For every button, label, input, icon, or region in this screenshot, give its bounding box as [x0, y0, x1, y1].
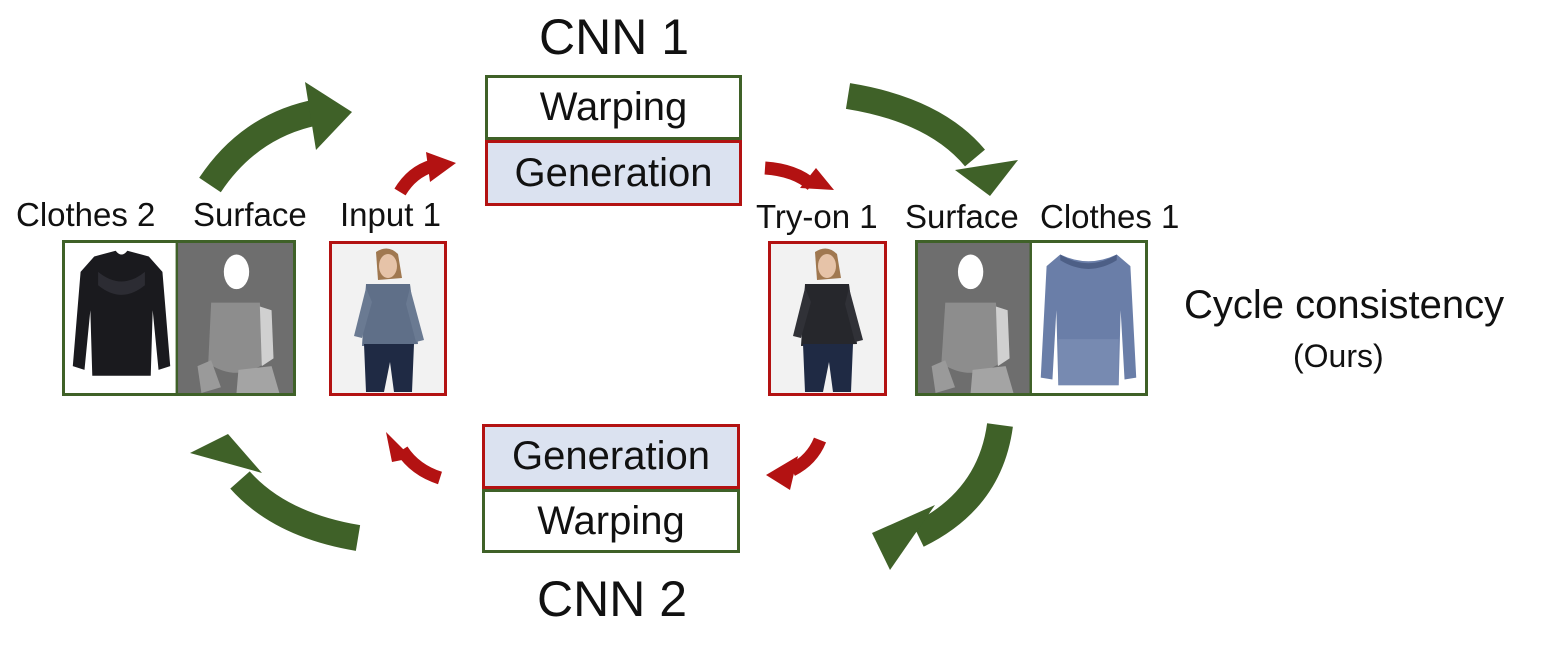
green-arrow-bottom-right: [872, 422, 1013, 570]
tryon-1-image: [768, 241, 887, 396]
tryon-1-label: Try-on 1: [756, 198, 878, 235]
red-arrow-input-to-cnn1: [394, 152, 456, 196]
cnn1-warping-label: Warping: [539, 85, 688, 129]
cnn2-generation-box: Generation: [482, 424, 740, 489]
green-arrow-bottom-left: [190, 434, 361, 551]
cnn1-generation-label: Generation: [514, 150, 713, 195]
cnn2-warping-box: Warping: [482, 489, 740, 553]
clothes-2-image: [65, 243, 293, 393]
cycle-consistency-subtitle: (Ours): [1293, 338, 1384, 374]
cnn2-generation-label: Generation: [512, 434, 710, 478]
input-1-label: Input 1: [340, 196, 441, 233]
cnn1-warping-box: Warping: [485, 75, 742, 140]
left-surface-label: Surface: [193, 196, 307, 233]
green-arrow-top-left: [199, 82, 352, 193]
cnn2-title: CNN 2: [536, 571, 688, 627]
red-arrow-tryon-to-cnn2: [766, 437, 827, 490]
cnn1-title: CNN 1: [538, 9, 690, 65]
left-clothes-surface-group: [62, 240, 296, 396]
tryon-1-photo: [771, 244, 884, 393]
input-1-image: [329, 241, 447, 396]
input-1-photo: [332, 244, 444, 393]
red-arrow-cnn1-to-tryon: [764, 161, 834, 191]
cnn1-generation-box: Generation: [485, 140, 742, 206]
right-surface-clothes-group: [915, 240, 1148, 396]
cycle-consistency-title: Cycle consistency: [1184, 283, 1505, 327]
clothes-1-image: [918, 243, 1145, 393]
clothes-2-label: Clothes 2: [16, 196, 156, 233]
red-arrow-cnn2-to-input: [386, 432, 443, 485]
clothes-1-label: Clothes 1: [1040, 198, 1180, 235]
green-arrow-top-right: [845, 83, 1018, 196]
cnn2-warping-label: Warping: [537, 498, 685, 543]
right-surface-label: Surface: [905, 198, 1019, 235]
